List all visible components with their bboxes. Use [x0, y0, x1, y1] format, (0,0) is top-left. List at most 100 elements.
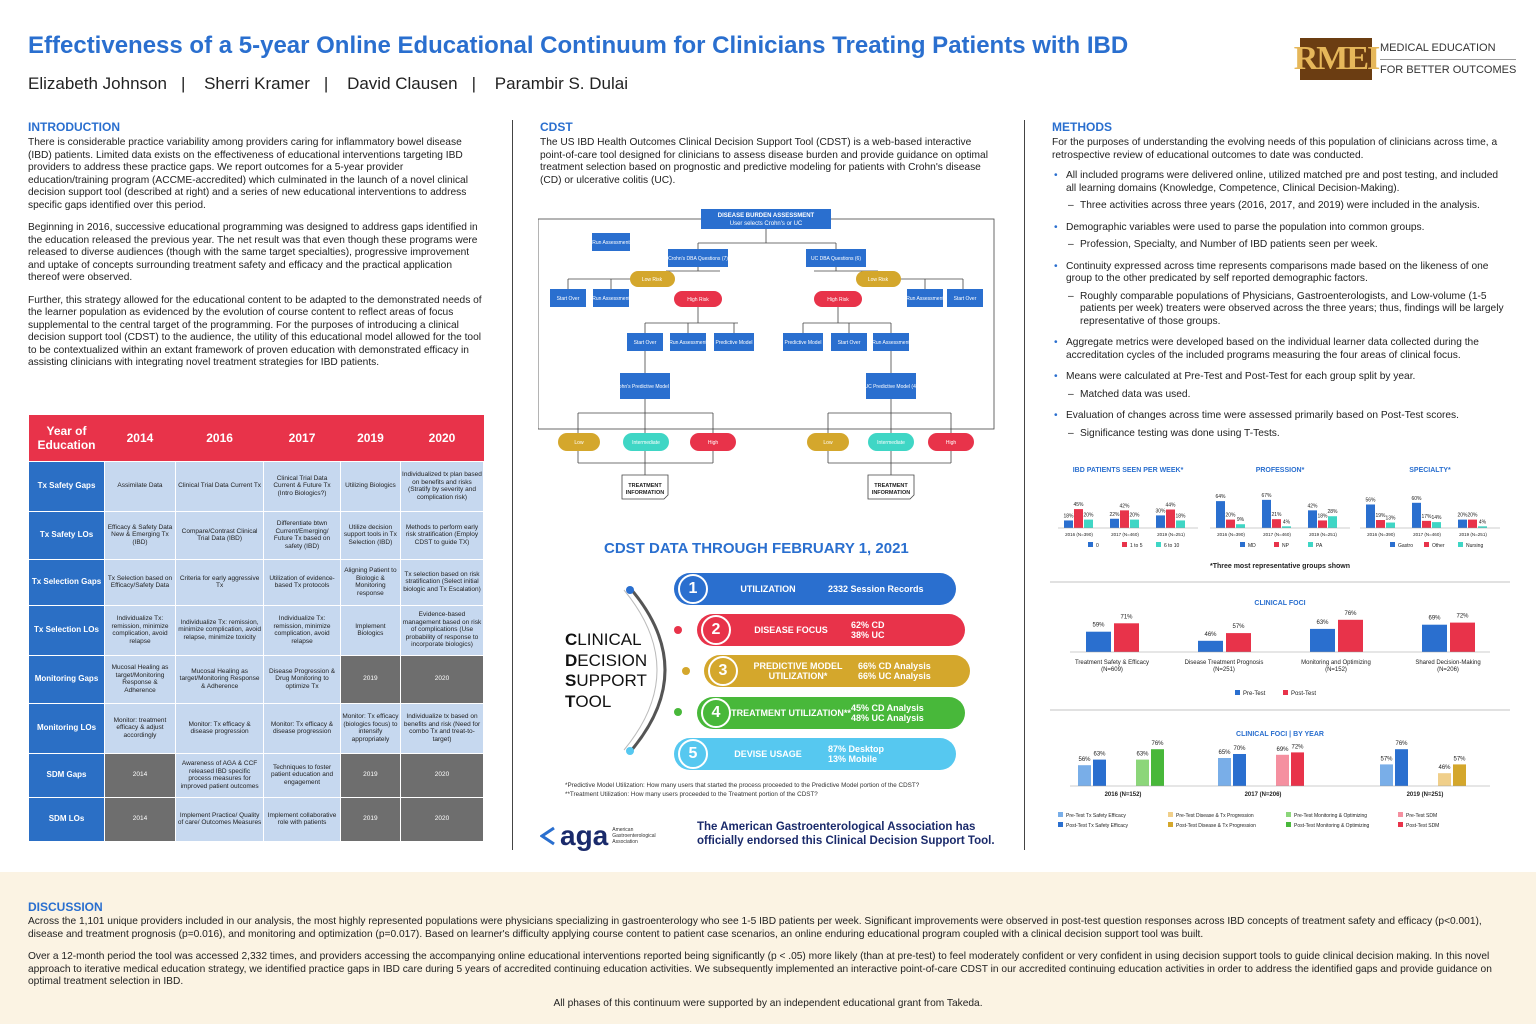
- data-label: 45%: [1073, 502, 1084, 508]
- data-label: 20%: [1467, 513, 1478, 519]
- legend-swatch: [1390, 542, 1395, 547]
- legend-swatch: [1088, 542, 1093, 547]
- flow-low-risk: Low Risk: [642, 277, 663, 283]
- data-label: 72%: [1291, 744, 1304, 750]
- table-cell: Compare/Contrast Clinical Trial Data (IB…: [174, 510, 265, 560]
- row-header: Tx Selection Gaps: [28, 558, 105, 606]
- tick-label: (N=152): [1325, 667, 1347, 673]
- flow-top-sub: User selects Crohn's or UC: [730, 221, 803, 227]
- data-label: 46%: [1204, 632, 1217, 638]
- flow-uc-predictive: UC Predictive Model (4): [864, 384, 917, 390]
- pill-label: DEVISE USAGE: [734, 749, 802, 759]
- row-header: SDM LOs: [28, 796, 105, 842]
- logo-mark: RMEI: [1294, 38, 1380, 80]
- bar: [1236, 524, 1245, 528]
- flow-uc-dba: UC DBA Questions (6): [811, 256, 861, 262]
- legend-swatch: [1274, 542, 1279, 547]
- bar: [1395, 749, 1408, 786]
- data-label: 69%: [1428, 616, 1441, 622]
- data-label: 14%: [1431, 515, 1442, 521]
- cdst-data-title: CDST DATA THROUGH FEBRUARY 1, 2021: [604, 540, 909, 557]
- table-cell: Tx Selection based on Efficacy/Safety Da…: [104, 558, 176, 606]
- data-label: 63%: [1093, 752, 1106, 758]
- table-cell: Individualize Tx: remission, minimize co…: [263, 604, 341, 656]
- data-label: 28%: [1327, 509, 1338, 515]
- flow-run: Run Assessment: [669, 340, 707, 346]
- legend-swatch: [1240, 542, 1245, 547]
- legend-label: MD: [1248, 543, 1256, 549]
- table-cell: Techniques to foster patient education a…: [263, 752, 341, 798]
- section-heading: DISCUSSION: [28, 900, 103, 914]
- legend-swatch: [1286, 812, 1291, 817]
- flow-intermediate: Intermediate: [877, 440, 905, 446]
- pill-number: 1: [678, 574, 708, 604]
- bar: [1432, 522, 1441, 528]
- bar: [1074, 509, 1083, 528]
- bar: [1262, 499, 1271, 528]
- data-label: 42%: [1307, 503, 1318, 509]
- legend-label: Gastro: [1398, 543, 1413, 549]
- paragraph: The US IBD Health Outcomes Clinical Deci…: [540, 137, 988, 186]
- bar: [1064, 520, 1073, 528]
- bar: [1458, 519, 1467, 528]
- legend-swatch: [1168, 822, 1173, 827]
- data-label: 76%: [1151, 741, 1164, 747]
- data-label: 22%: [1109, 512, 1120, 518]
- footnotes: *Predictive Model Utilization: How many …: [565, 781, 919, 799]
- bullet-subtext: Matched data was used.: [1066, 389, 1507, 402]
- paragraph: Across the 1,101 unique providers includ…: [28, 916, 1482, 940]
- author: Parambir S. Dulai: [494, 74, 628, 93]
- chart-title: SPECIALTY*: [1409, 467, 1451, 474]
- bar: [1338, 619, 1363, 652]
- bar: [1386, 522, 1395, 528]
- tick-label: 2019 (N=251): [1407, 792, 1444, 798]
- data-label: 56%: [1365, 497, 1376, 503]
- bar: [1110, 518, 1119, 528]
- bullet-subtext: Three activities across three years (201…: [1066, 200, 1507, 213]
- aga-wordmark: aga: [560, 820, 609, 851]
- year-header: 2019: [340, 415, 401, 461]
- bullet-text: Continuity expressed across time represe…: [1066, 260, 1489, 285]
- clinical-decision-support-tool-label: CLINICAL DECISION SUPPORT TOOL: [565, 630, 647, 712]
- bar: [1226, 519, 1235, 528]
- data-label: 20%: [1225, 513, 1236, 519]
- aga-mark-icon: [540, 826, 555, 846]
- bar: [1328, 516, 1337, 528]
- tick-label: Monitoring and Optimizing: [1301, 660, 1371, 666]
- table-cell: 2014: [104, 796, 176, 842]
- table-cell: Individualize tx based on benefits and r…: [399, 702, 485, 754]
- methods-bullet: Aggregate metrics were developed based o…: [1052, 337, 1507, 362]
- aga-sub: Association: [612, 839, 638, 845]
- table-cell: Utilization of evidence-based Tx protoco…: [263, 558, 341, 606]
- section-heading: METHODS: [1052, 120, 1112, 134]
- methods-bullet: Evaluation of changes across time were a…: [1052, 410, 1507, 440]
- year-header: 2016: [175, 415, 264, 461]
- tick-label: (N=251): [1213, 667, 1235, 673]
- table-cell: 2020: [399, 654, 485, 704]
- year-of-education-table: Year of Education 2014 2016 2017 2019 20…: [28, 415, 485, 842]
- aga-sub: American: [612, 827, 634, 833]
- initial: C: [565, 630, 578, 649]
- bar: [1151, 749, 1164, 786]
- legend-label: Pre-Test Monitoring & Optimizing: [1294, 813, 1367, 819]
- data-label: 76%: [1344, 611, 1357, 617]
- data-label: 63%: [1136, 752, 1149, 758]
- bar: [1120, 510, 1129, 528]
- bar: [1380, 764, 1393, 786]
- legend-label: Post-Test Disease & Tx Progression: [1176, 823, 1256, 829]
- legend-label: PA: [1316, 543, 1323, 549]
- data-label: 19%: [1375, 513, 1386, 519]
- legend-swatch: [1398, 822, 1403, 827]
- table-cell: Monitor: Tx efficacy & disease progressi…: [263, 702, 341, 754]
- word: ECISION: [577, 650, 648, 670]
- bar: [1176, 520, 1185, 528]
- data-label: 4%: [1479, 519, 1487, 525]
- data-label: 69%: [1276, 747, 1289, 753]
- legend-label: Other: [1432, 543, 1445, 549]
